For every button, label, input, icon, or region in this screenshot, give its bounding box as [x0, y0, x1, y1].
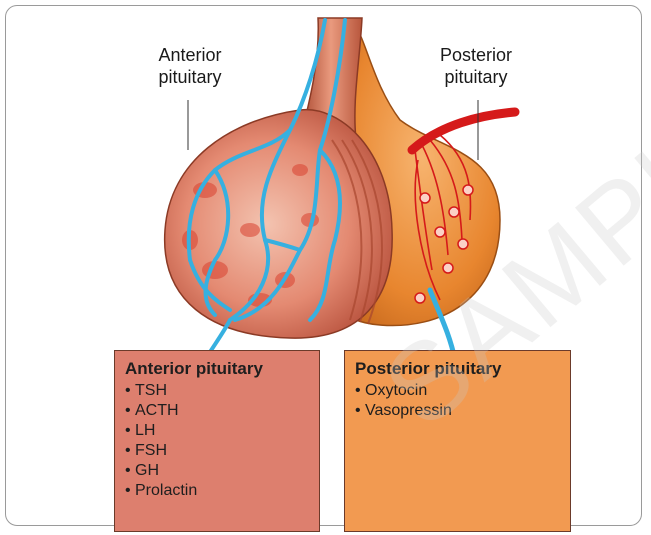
list-item: •GH: [125, 461, 311, 481]
posterior-hormones-box: Posterior pituitary •Oxytocin •Vasopress…: [344, 350, 571, 532]
anterior-box-title: Anterior pituitary: [125, 359, 311, 379]
posterior-hormone-list: •Oxytocin •Vasopressin: [355, 381, 562, 421]
list-item: •ACTH: [125, 401, 311, 421]
list-item: •TSH: [125, 381, 311, 401]
anterior-hormones-box: Anterior pituitary •TSH •ACTH •LH •FSH •…: [114, 350, 320, 532]
anterior-pituitary-label: Anterior pituitary: [140, 44, 240, 88]
list-item: •FSH: [125, 441, 311, 461]
posterior-box-title: Posterior pituitary: [355, 359, 562, 379]
list-item: •Vasopressin: [355, 401, 562, 421]
list-item: •Prolactin: [125, 481, 311, 501]
posterior-pituitary-label: Posterior pituitary: [426, 44, 526, 88]
list-item: •Oxytocin: [355, 381, 562, 401]
anterior-lobe: [165, 110, 393, 338]
list-item: •LH: [125, 421, 311, 441]
anterior-hormone-list: •TSH •ACTH •LH •FSH •GH •Prolactin: [125, 381, 311, 501]
